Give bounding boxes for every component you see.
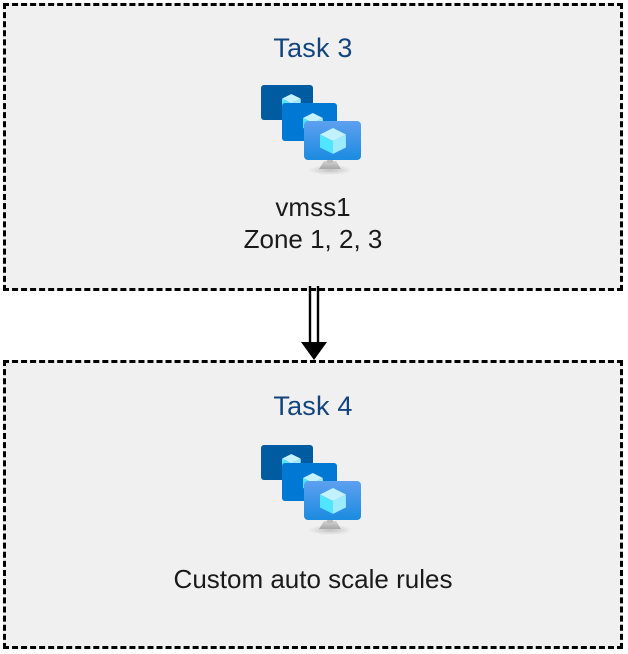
caption-line: Zone 1, 2, 3: [243, 224, 383, 254]
virtual-machine-scale-set-icon: [258, 82, 368, 177]
task-title-task-4: Task 4: [273, 391, 353, 421]
connector-arrow-task3-to-task4: [296, 286, 332, 362]
task-box-task-4: Task 4: [3, 360, 623, 649]
task-box-task-3: Task 3: [3, 3, 623, 291]
caption-line: vmss1: [275, 192, 351, 222]
virtual-machine-scale-set-icon: [258, 442, 368, 537]
task-caption-task-4: Custom auto scale rules: [174, 563, 453, 595]
task-title-task-3: Task 3: [273, 33, 353, 63]
task-caption-task-3: vmss1 Zone 1, 2, 3: [244, 191, 383, 255]
caption-line: Custom auto scale rules: [173, 564, 453, 594]
